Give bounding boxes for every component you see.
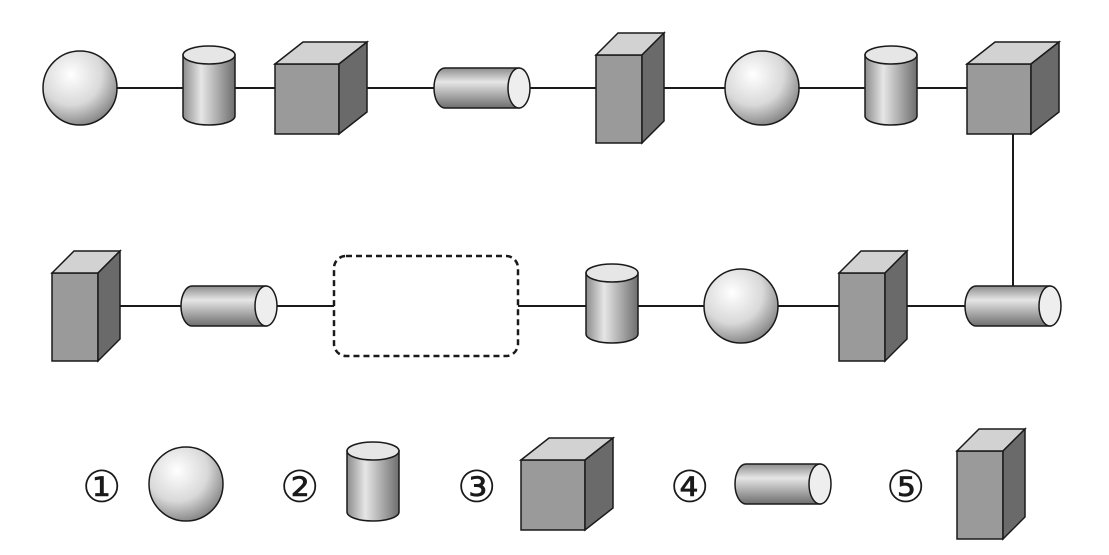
row2-horizontal-cylinder-2 — [180, 285, 278, 327]
option-label-3: ③ — [457, 462, 497, 513]
option-2-upright-cylinder — [346, 441, 400, 522]
row2-horizontal-cylinder-7 — [964, 285, 1062, 327]
option-label-5: ⑤ — [886, 462, 926, 513]
row2-upright-cylinder-4 — [585, 263, 639, 344]
row1-upright-cylinder-7 — [864, 45, 918, 126]
option-1-sphere — [148, 446, 224, 522]
option-label-1: ① — [82, 462, 122, 513]
option-label-2: ② — [280, 462, 320, 513]
row1-cube-8 — [964, 40, 1062, 136]
row1-tall-box-5 — [594, 31, 666, 145]
row1-cube-3 — [272, 40, 370, 136]
blank-slot — [332, 254, 520, 358]
option-3-cube — [518, 436, 616, 532]
row2-tall-box-6 — [837, 249, 909, 363]
row1-horizontal-cylinder-4 — [433, 67, 531, 109]
row2-sphere-5 — [703, 268, 779, 344]
row1-upright-cylinder-2 — [182, 45, 236, 126]
row1-sphere-6 — [724, 50, 800, 126]
answer-option-shapes — [148, 427, 1027, 541]
option-4-horizontal-cylinder — [734, 463, 832, 505]
row1-sphere-1 — [42, 50, 118, 126]
sequence-shapes — [42, 31, 1062, 363]
row2-tall-box-1 — [50, 249, 122, 363]
option-5-tall-box — [955, 427, 1027, 541]
option-label-4: ④ — [670, 462, 710, 513]
